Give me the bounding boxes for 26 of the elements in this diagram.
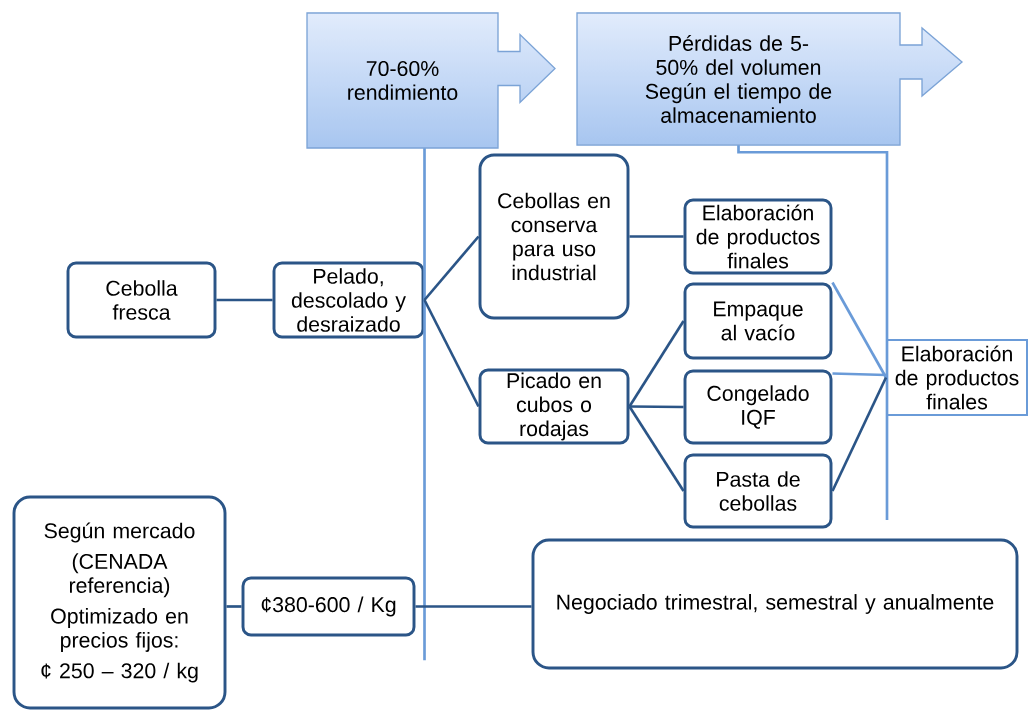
- process-box: Cebolla fresca: [66, 261, 217, 339]
- process-box: Negociado trimestral, semestral y anualmente: [531, 538, 1019, 670]
- connector-line: [423, 235, 480, 301]
- process-box: Según mercado (CENADA referencia) Optimizado en precios fijos: ¢ 250 – 320 / kg: [12, 495, 227, 710]
- connector-line: [216, 298, 273, 302]
- connector-line: [628, 320, 685, 408]
- process-box: Pelado, descolado y desraizado: [272, 261, 425, 339]
- connector-line: [831, 281, 888, 379]
- connector-line: [832, 372, 887, 377]
- stage-line: [423, 148, 426, 661]
- process-box: Picado en cubos o rodajas: [478, 368, 630, 445]
- process-box: Pasta de cebollas: [683, 453, 833, 529]
- connector-line: [629, 405, 684, 409]
- process-box: Cebollas en conserva para uso industrial: [478, 153, 630, 320]
- process-box: Empaque al vacío: [683, 282, 833, 360]
- connector-line: [831, 376, 888, 492]
- connector-line: [628, 405, 685, 492]
- connector-line: [226, 605, 242, 608]
- process-box: ¢380-600 / Kg: [241, 576, 416, 637]
- process-box: Elaboración de productos finales: [683, 198, 833, 275]
- connector-line: [415, 605, 532, 608]
- connector-line: [629, 235, 684, 238]
- process-box: Elaboración de productos finales: [886, 339, 1028, 416]
- process-box: Congelado IQF: [683, 369, 833, 445]
- connector-line: [423, 299, 480, 408]
- stage-line: [737, 145, 889, 520]
